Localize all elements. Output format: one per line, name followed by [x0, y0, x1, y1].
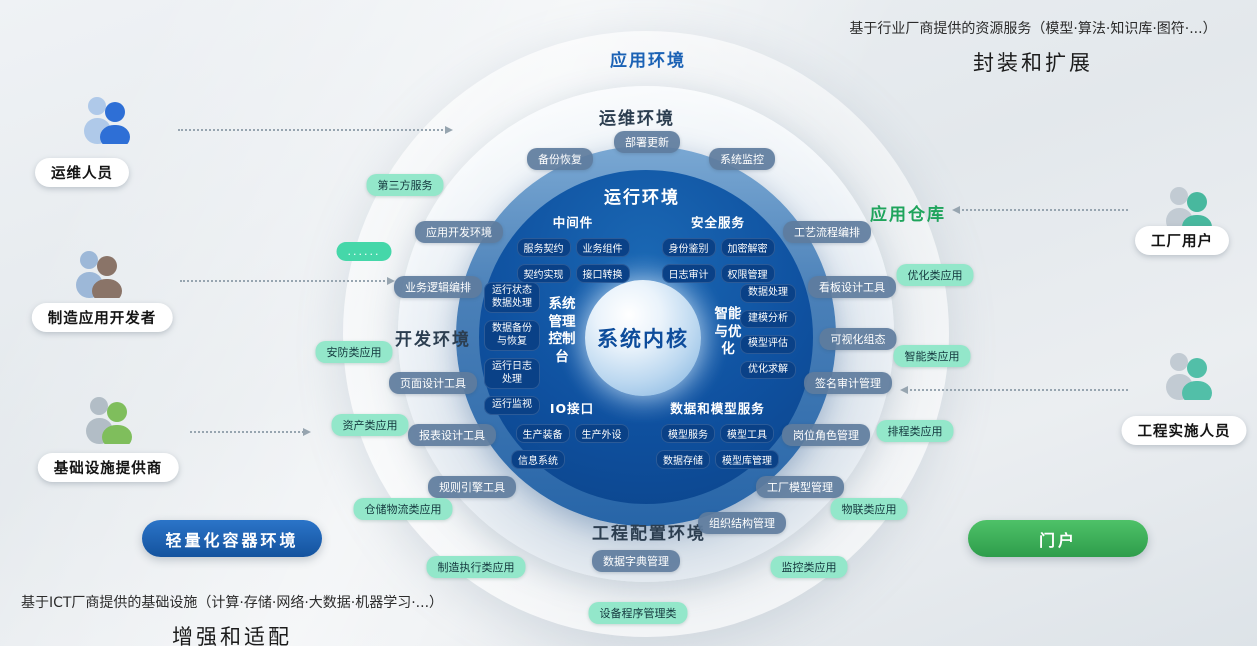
security-group: 安全服务 身份鉴别 加密解密 日志审计 权限管理: [650, 212, 786, 283]
ring-pill: 签名审计管理: [804, 372, 892, 394]
label-app-repository: 应用仓库: [870, 205, 946, 225]
portal-button: 门户: [968, 520, 1148, 557]
kernel-pill: 契约实现: [516, 264, 571, 283]
kernel-pill: 加密解密: [720, 238, 775, 257]
green-pill: 仓储物流类应用: [353, 498, 453, 520]
resource-services-note: 基于行业厂商提供的资源服务（模型·算法·知识库·图符·...）: [849, 21, 1217, 37]
ring-pill: 业务逻辑编排: [394, 276, 482, 298]
bottom-left-annotation: 基于ICT厂商提供的基础设施（计算·存储·网络·大数据·机器学习·...） 增强…: [2, 592, 462, 646]
kernel-pill: 信息系统: [511, 450, 565, 469]
kernel-pill: 运行状态数据处理: [484, 282, 540, 313]
people-icon: [84, 97, 130, 149]
arrow-implementer-to-platform: [900, 386, 1128, 394]
people-icon: [76, 251, 122, 303]
ring-pill: 报表设计工具: [408, 424, 496, 446]
ring-pill: 页面设计工具: [389, 372, 477, 394]
kernel-pill: 数据处理: [740, 284, 796, 303]
implementation-personnel-icon: [1162, 348, 1214, 405]
label-dev-env: 开发环境: [395, 330, 471, 350]
container-env-button: 轻量化容器环境: [142, 520, 322, 557]
actor-label-ops: 运维人员: [35, 158, 129, 187]
intelligence-title: 智能与优化: [714, 306, 742, 358]
green-pill: 物联类应用: [830, 498, 908, 520]
kernel-pill: 日志审计: [661, 264, 716, 283]
green-pill: 智能类应用: [893, 345, 971, 367]
ring-pill: 应用开发环境: [415, 221, 503, 243]
kernel-pill: 接口转换: [575, 264, 630, 283]
kernel-pill: 模型工具: [720, 424, 774, 443]
io-group: IO接口 生产装备 生产外设 信息系统: [505, 398, 639, 469]
ring-pill: 看板设计工具: [808, 276, 896, 298]
people-icon: [86, 397, 132, 449]
system-kernel-sphere: 系统内核: [585, 280, 701, 396]
green-pill: 设备程序管理类: [588, 602, 688, 624]
ring-pill: 工艺流程编排: [783, 221, 871, 243]
label-engineering-config-env: 工程配置环境: [592, 524, 706, 544]
data-model-title: 数据和模型服务: [670, 401, 765, 416]
people-icon: [1166, 353, 1212, 405]
data-model-group: 数据和模型服务 模型服务 模型工具 数据存储 模型库管理: [645, 398, 790, 469]
green-pill-ellipsis: ......: [336, 242, 392, 261]
encapsulate-extend-title: 封装和扩展: [973, 51, 1093, 75]
kernel-pill: 业务组件: [575, 238, 630, 257]
green-pill: 排程类应用: [876, 420, 954, 442]
kernel-pill: 生产外设: [574, 424, 629, 443]
top-right-annotation: 基于行业厂商提供的资源服务（模型·算法·知识库·图符·...） 封装和扩展: [827, 18, 1239, 77]
label-ops-env: 运维环境: [599, 109, 675, 129]
ring-pill: 工厂模型管理: [756, 476, 844, 498]
console-group: 运行状态数据处理 数据备份与恢复 运行日志处理 运行监视: [484, 282, 540, 415]
ring-pill: 规则引擎工具: [428, 476, 516, 498]
infrastructure-provider-icon: [82, 392, 134, 449]
label-runtime-env: 运行环境: [604, 188, 680, 208]
kernel-pill: 运行日志处理: [484, 358, 540, 389]
intelligence-group: 数据处理 建模分析 模型评估 优化求解: [740, 284, 796, 379]
ring-pill: 数据字典管理: [592, 550, 680, 572]
middleware-title: 中间件: [552, 215, 594, 230]
ops-pill: 系统监控: [709, 148, 775, 170]
ring-pill: 可视化组态: [819, 328, 897, 350]
system-kernel-label: 系统内核: [597, 327, 689, 351]
arrow-ops-to-platform: [178, 126, 453, 134]
kernel-pill: 权限管理: [720, 264, 775, 283]
arrow-factory-user-to-repository: [952, 206, 1128, 214]
middleware-group: 中间件 服务契约 业务组件 契约实现 接口转换: [505, 212, 641, 283]
arrow-infra-to-platform: [190, 428, 311, 436]
kernel-pill: 优化求解: [740, 360, 796, 379]
ring-pill: 组织结构管理: [698, 512, 786, 534]
kernel-pill: 模型库管理: [715, 450, 779, 469]
ict-infrastructure-note: 基于ICT厂商提供的基础设施（计算·存储·网络·大数据·机器学习·...）: [20, 595, 444, 611]
ops-pill: 部署更新: [614, 131, 680, 153]
kernel-pill: 服务契约: [516, 238, 571, 257]
label-application-env: 应用环境: [610, 51, 686, 71]
green-pill: 制造执行类应用: [426, 556, 526, 578]
kernel-pill: 建模分析: [740, 309, 796, 328]
io-title: IO接口: [549, 401, 595, 416]
actor-label-implementer: 工程实施人员: [1121, 416, 1247, 445]
kernel-pill: 生产装备: [515, 424, 570, 443]
ring-pill: 岗位角色管理: [782, 424, 870, 446]
ops-personnel-icon: [80, 92, 132, 149]
security-title: 安全服务: [690, 215, 745, 230]
kernel-pill: 模型评估: [740, 335, 796, 354]
kernel-pill: 数据备份与恢复: [484, 320, 540, 351]
green-pill: 安防类应用: [315, 341, 393, 363]
kernel-pill: 数据存储: [656, 450, 710, 469]
green-pill: 第三方服务: [366, 174, 444, 196]
actor-label-infrastructure: 基础设施提供商: [37, 453, 179, 482]
kernel-pill: 身份鉴别: [661, 238, 716, 257]
actor-label-factory-user: 工厂用户: [1135, 226, 1229, 255]
ops-pill: 备份恢复: [527, 148, 593, 170]
app-developer-icon: [72, 246, 124, 303]
kernel-pill: 运行监视: [484, 396, 540, 415]
arrow-developer-to-platform: [180, 277, 395, 285]
enhance-adapt-title: 增强和适配: [172, 625, 292, 646]
green-pill: 优化类应用: [896, 264, 974, 286]
actor-label-developer: 制造应用开发者: [31, 303, 173, 332]
kernel-pill: 模型服务: [661, 424, 715, 443]
green-pill: 监控类应用: [770, 556, 848, 578]
green-pill: 资产类应用: [331, 414, 409, 436]
console-title: 系统管理控制台: [548, 296, 576, 365]
